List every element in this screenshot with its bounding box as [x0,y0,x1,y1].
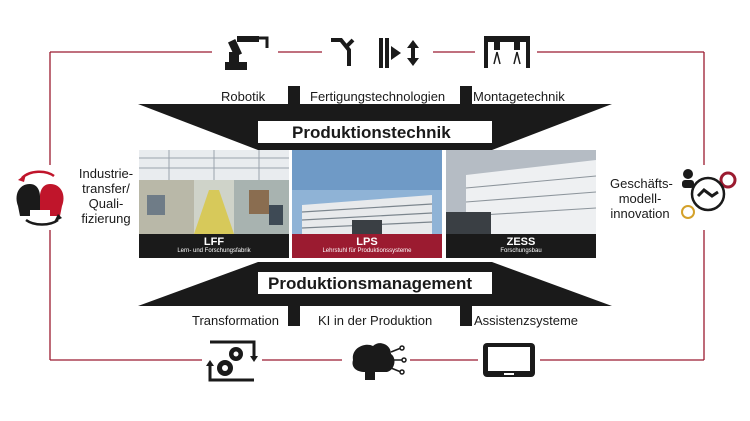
zess-caption: ZESS Forschungsbau [446,234,596,258]
title-produktionstechnik: Produktionstechnik [292,123,451,142]
label-montagetechnik: Montagetechnik [473,89,565,104]
manufacturing-tools-icon [331,38,419,68]
label-assistenzsysteme: Assistenzsysteme [474,313,579,328]
right-side-text: Geschäfts-modell-innovation [610,176,673,221]
facility-zess: ZESS Forschungsbau [446,150,596,258]
bottom-title-band [258,272,492,294]
facility-lps: LPS Lehrstuhl für Produktionssysteme [292,150,442,258]
label-transformation: Transformation [192,313,279,328]
heads-exchange-icon [16,170,64,226]
lff-caption: LFF Lern- und Forschungsfabrik [139,234,289,258]
label-fertigungstechnologien: Fertigungstechnologien [310,89,446,104]
label-ki-produktion: KI in der Produktion [318,313,433,328]
top-arrow [138,86,612,150]
gears-cycle-icon [206,340,258,382]
ai-brain-icon [352,343,407,380]
left-side-text: Industrie-transfer/Quali-fizierung [78,166,134,226]
title-produktionsmanagement: Produktionsmanagement [268,274,473,293]
assembly-station-icon [484,36,530,68]
business-innovation-icon [681,169,737,219]
label-robotik: Robotik [221,89,266,104]
facility-lff: LFF Lern- und Forschungsfabrik [139,150,289,258]
tablet-icon [483,343,535,377]
lps-caption: LPS Lehrstuhl für Produktionssysteme [292,234,442,258]
robot-arm-icon [225,36,269,70]
frame-lines [49,51,705,361]
top-title-band [258,121,492,143]
